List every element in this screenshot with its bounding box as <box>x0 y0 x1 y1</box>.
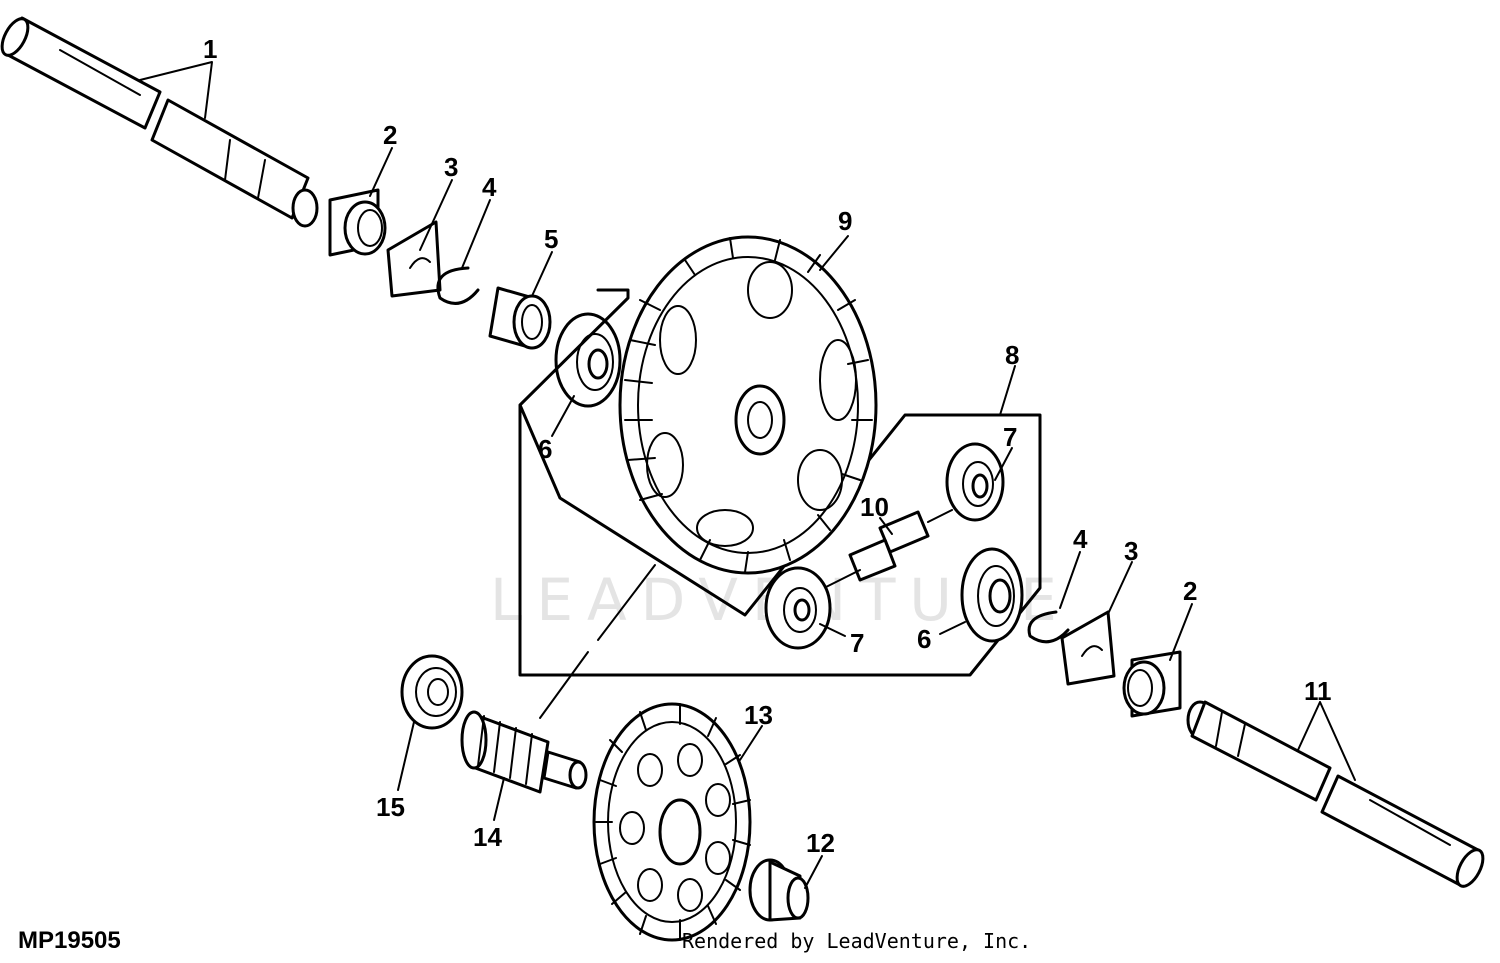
callout-label: 14 <box>473 822 502 852</box>
callout-label: 13 <box>744 700 773 730</box>
ball-bearing-icon <box>400 654 464 730</box>
callout-label: 12 <box>806 828 835 858</box>
bevel-gear-icon <box>945 442 1005 522</box>
callout-label: 3 <box>444 152 458 182</box>
callout-label: 5 <box>544 224 558 254</box>
callout-label: 7 <box>850 628 864 658</box>
bushing-icon <box>488 286 552 350</box>
callout-label: 6 <box>917 624 931 654</box>
bevel-gear-icon <box>764 566 832 650</box>
flange-bushing-icon <box>1122 650 1182 718</box>
callout-label: 3 <box>1124 536 1138 566</box>
spacer-icon <box>748 858 810 922</box>
thrust-washer-icon <box>1060 610 1116 686</box>
assembly-axis-line <box>539 564 656 719</box>
snap-ring-icon <box>1027 610 1070 644</box>
callout-label: 4 <box>1073 524 1088 554</box>
pinion-gear-icon <box>460 710 588 794</box>
flange-bushing-icon <box>328 188 387 257</box>
bevel-gear-icon <box>554 312 622 408</box>
leader-lines <box>139 61 1356 889</box>
callout-label: 10 <box>860 492 889 522</box>
spur-gear-icon <box>592 702 752 942</box>
callout-label: 11 <box>1304 676 1332 706</box>
axle-shaft-right-icon <box>1186 700 1485 888</box>
bevel-gear-icon <box>960 547 1024 643</box>
callout-label: 7 <box>1003 422 1017 452</box>
figure-code: MP19505 <box>18 927 121 954</box>
ring-gear-icon <box>618 235 878 575</box>
render-credit: Rendered by LeadVenture, Inc. <box>682 929 1031 953</box>
snap-ring-icon <box>436 266 480 305</box>
callout-label: 1 <box>203 34 217 64</box>
callout-label: 2 <box>1183 576 1197 606</box>
callout-label: 9 <box>838 206 852 236</box>
callout-label: 8 <box>1005 340 1019 370</box>
callout-label: 2 <box>383 120 397 150</box>
thrust-washer-icon <box>386 220 442 298</box>
pinion-shaft-icon <box>819 509 953 591</box>
callout-label: 15 <box>376 792 405 822</box>
axle-shaft-left-icon <box>0 16 319 228</box>
callout-label: 4 <box>482 172 497 202</box>
callout-label: 6 <box>538 434 552 464</box>
callout-labels: 1 2 3 4 5 6 9 8 7 10 7 6 4 3 2 11 13 12 … <box>203 34 1332 858</box>
